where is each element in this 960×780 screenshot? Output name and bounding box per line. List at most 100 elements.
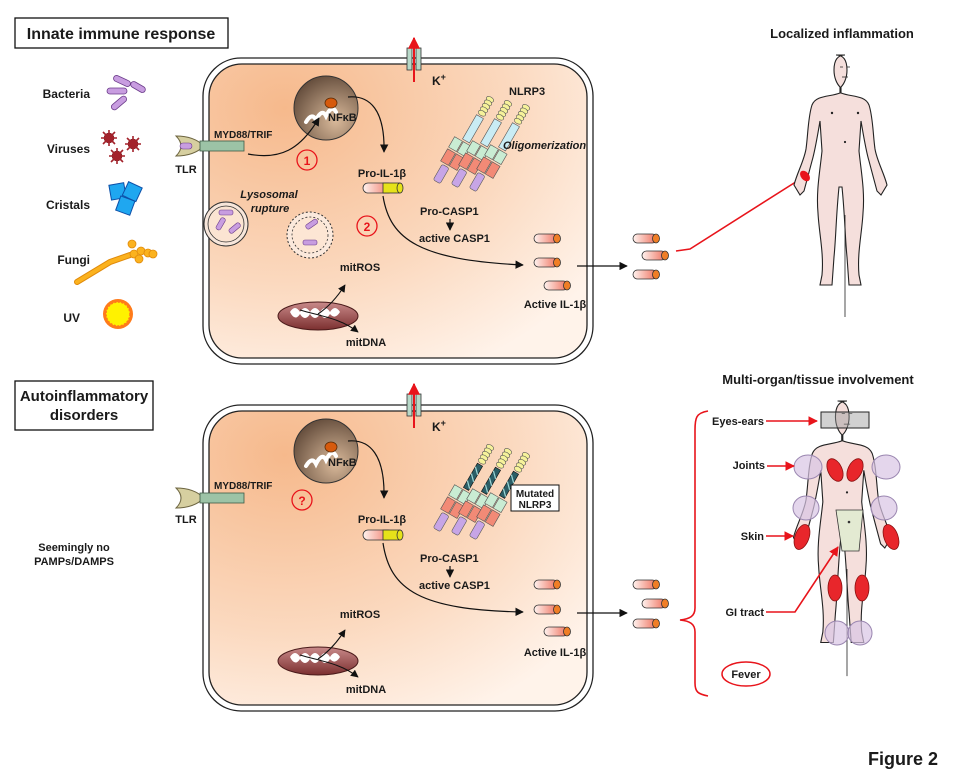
no-pamps-line2: PAMPs/DAMPS — [34, 556, 114, 568]
il1b-rod — [543, 626, 571, 637]
trigger-label-uv: UV — [63, 311, 80, 325]
trigger-label-cristals: Cristals — [46, 198, 90, 212]
navel — [843, 140, 847, 144]
nlrp3-monomer — [451, 448, 512, 536]
bacteria-icon — [106, 75, 146, 111]
trigger-label-viruses: Viruses — [47, 142, 90, 156]
nucleus — [293, 75, 359, 141]
cell-cytoplasm-2 — [208, 410, 588, 706]
active-casp1-label: active CASP1 — [419, 233, 490, 245]
bottom-panel: Autoinflammatory disorders Seemingly no … — [14, 372, 914, 712]
navel — [845, 491, 849, 494]
mitros-label-2: mitROS — [340, 609, 380, 621]
arrow-pro-il1b-to-active-2 — [382, 542, 524, 617]
tlr-label: TLR — [175, 164, 196, 176]
face-features — [840, 66, 850, 78]
il1b-rod — [543, 280, 571, 291]
bottom-title-box — [14, 380, 154, 431]
arrow-adaptor-to-nfkb — [247, 117, 320, 157]
potassium-channel-2 — [406, 382, 422, 428]
organ-label-eyes-ears: Eyes-ears — [712, 416, 764, 428]
human-body-figure — [793, 54, 888, 317]
mitochondrion — [277, 301, 359, 331]
gi-tract-dot — [847, 520, 851, 524]
active-il1b-group-2 — [533, 579, 571, 637]
pro-casp1-label: Pro-CASP1 — [420, 206, 479, 218]
arrow-mito-to-mitdna-2 — [299, 654, 359, 678]
fever-label: Fever — [731, 669, 761, 681]
nfkb-complex-2 — [324, 441, 338, 453]
arrow-nfkb-to-pro-il1b — [347, 96, 389, 153]
localized-inflammation-title: Localized inflammation — [770, 26, 914, 41]
il1b-rod — [533, 233, 561, 244]
il1b-rod — [632, 579, 660, 590]
nlrp3-monomer — [469, 104, 530, 192]
organ-label-joints: Joints — [733, 460, 765, 472]
step-1-label: 1 — [304, 154, 311, 168]
arrow-mito-to-mitdna — [299, 309, 359, 333]
mutated-nlrp3-line1: Mutated — [516, 489, 554, 500]
pro-il1b-label: Pro-IL-1β — [358, 168, 407, 180]
trigger-label-fungi: Fungi — [57, 253, 90, 267]
oligomerization-label: Oligomerization — [503, 140, 586, 152]
gi-tract-region — [835, 509, 864, 552]
potassium-label-2: K+ — [432, 418, 446, 434]
link-to-inflammation-site — [675, 177, 803, 252]
pro-il1b-molecule-2 — [362, 529, 404, 541]
active-il1b-label: Active IL-1β — [524, 299, 587, 311]
dna-strand-2 — [304, 450, 338, 469]
nlrp3-monomer — [469, 452, 530, 540]
potassium-label: K+ — [432, 72, 446, 88]
mutated-nlrp3-line2: NLRP3 — [519, 500, 552, 511]
step-2-label: 2 — [364, 220, 371, 234]
adaptor-label: MYD88/TRIF — [214, 130, 272, 141]
eyes-ears-region — [820, 411, 870, 429]
nfkb-complex — [324, 97, 338, 109]
il1b-rod — [533, 579, 561, 590]
il1b-rod — [641, 598, 669, 609]
potassium-channel — [406, 36, 422, 82]
tlr-receptor-2 — [174, 487, 245, 509]
ruptured-lysosome — [286, 211, 334, 259]
nfkb-label-2: NFκB — [328, 457, 357, 469]
nlrp3-monomer — [451, 100, 512, 188]
cell-membrane-outer-2 — [202, 404, 594, 712]
mutated-nlrp3-box — [510, 484, 560, 512]
pro-casp1-label-2: Pro-CASP1 — [420, 553, 479, 565]
nipple-right — [856, 111, 860, 115]
nlrp3-oligomer — [433, 96, 530, 192]
arrow-pro-il1b-to-active — [382, 195, 524, 269]
top-title-box — [14, 17, 229, 49]
mutated-nlrp3-oligomer — [433, 444, 530, 540]
uv-sun-icon — [103, 299, 133, 329]
step-2-marker — [356, 215, 378, 237]
unknown-step-marker — [291, 489, 313, 511]
fungi-icon — [74, 239, 158, 285]
nlrp3-monomer — [433, 444, 494, 532]
tlr-label-2: TLR — [175, 514, 196, 526]
il1b-rod — [533, 257, 561, 268]
step-1-marker — [296, 149, 318, 171]
body-outline — [793, 54, 888, 286]
dna-strand — [304, 106, 338, 125]
cell-membrane-outer — [202, 57, 594, 365]
lysosome-label-2: rupture — [251, 203, 290, 215]
mitochondrion-2 — [277, 646, 359, 676]
arrow-gi-tract — [766, 546, 839, 613]
organ-label-gi-tract: GI tract — [725, 607, 764, 619]
inflammation-site — [800, 170, 810, 182]
multi-organ-title: Multi-organ/tissue involvement — [722, 372, 914, 387]
skin-lesions — [793, 458, 900, 602]
top-title: Innate immune response — [27, 26, 216, 43]
nlrp3-label: NLRP3 — [509, 86, 545, 98]
top-panel: Innate immune response Bacteria Viruses … — [14, 17, 914, 365]
unknown-step-label: ? — [298, 494, 305, 508]
lysosome-label-1: Lysosomal — [240, 189, 298, 201]
face-features — [841, 413, 853, 425]
organ-label-skin: Skin — [741, 531, 765, 543]
il1b-rod — [533, 604, 561, 615]
il1b-rod — [641, 250, 669, 261]
fever-outline — [721, 661, 771, 687]
tlr-receptor — [174, 135, 245, 157]
